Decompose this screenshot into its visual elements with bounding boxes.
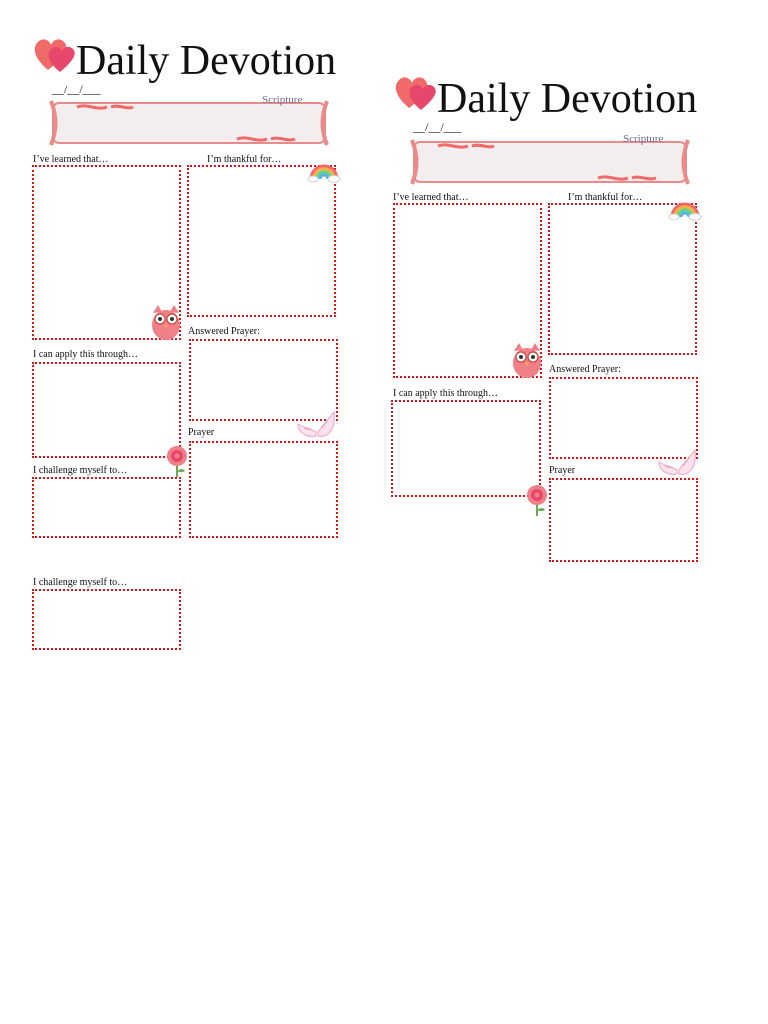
rose-icon <box>167 446 187 477</box>
answered-prayer-label: Answered Prayer: <box>188 326 260 337</box>
rainbow-icon <box>668 202 702 221</box>
angel-wings-icon <box>297 410 335 437</box>
owl-icon <box>513 343 541 378</box>
extra-challenge-box[interactable] <box>32 589 181 650</box>
prayer-label: Prayer <box>188 427 215 438</box>
answered-prayer-box[interactable] <box>549 377 698 459</box>
challenge-label: I challenge myself to… <box>33 465 128 476</box>
page-title: Daily Devotion <box>437 76 698 122</box>
learned-box[interactable] <box>393 203 542 378</box>
thankful-label: I’m thankful for… <box>568 192 643 203</box>
answered-prayer-label: Answered Prayer: <box>549 364 621 375</box>
hearts-icon <box>395 77 436 110</box>
apply-box[interactable] <box>391 400 541 497</box>
prayer-box[interactable] <box>189 441 338 538</box>
answered-prayer-box[interactable] <box>189 339 338 421</box>
apply-label: I can apply this through… <box>33 349 138 360</box>
thankful-box[interactable] <box>187 165 336 317</box>
scripture-label: Scripture <box>262 94 303 106</box>
rose-icon <box>527 485 547 516</box>
prayer-box[interactable] <box>549 478 698 562</box>
apply-box[interactable] <box>32 362 181 458</box>
rainbow-icon <box>307 164 341 183</box>
prayer-label: Prayer <box>549 465 576 476</box>
thankful-label: I’m thankful for… <box>207 154 282 165</box>
learned-box[interactable] <box>32 165 181 340</box>
extra-challenge-label: I challenge myself to… <box>33 577 128 588</box>
date-line[interactable]: __/__/___ <box>413 120 462 134</box>
hearts-icon <box>34 39 75 72</box>
thankful-box[interactable] <box>548 203 697 355</box>
scripture-label: Scripture <box>623 133 664 145</box>
scroll-banner <box>410 139 690 185</box>
learned-label: I’ve learned that… <box>33 154 109 165</box>
angel-wings-icon <box>658 448 696 475</box>
page-title: Daily Devotion <box>76 38 337 84</box>
challenge-box[interactable] <box>32 477 181 538</box>
learned-label: I’ve learned that… <box>393 192 469 203</box>
scroll-banner <box>49 100 329 146</box>
owl-icon <box>152 305 180 340</box>
apply-label: I can apply this through… <box>393 388 498 399</box>
date-line[interactable]: __/__/___ <box>52 82 101 96</box>
